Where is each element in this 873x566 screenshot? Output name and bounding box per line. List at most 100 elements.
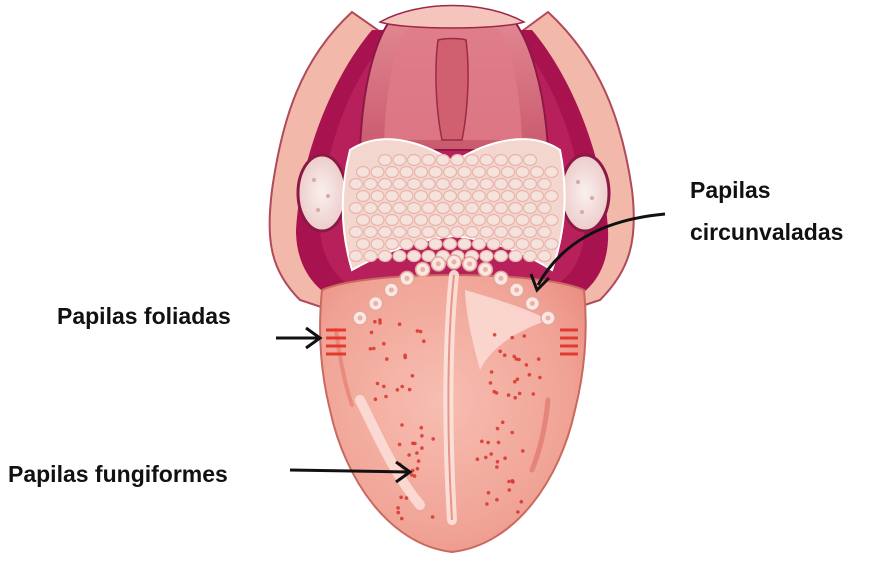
fungiform-papilla-dot bbox=[516, 510, 520, 514]
lingual-tonsil-cell bbox=[531, 215, 544, 226]
lingual-tonsil-cell bbox=[509, 251, 522, 262]
lingual-tonsil-cell bbox=[379, 227, 392, 238]
lingual-tonsil-cell bbox=[393, 203, 406, 214]
lingual-tonsil-cell bbox=[415, 215, 428, 226]
fungiform-papilla-dot bbox=[411, 442, 415, 446]
lingual-tonsil-cell bbox=[473, 239, 486, 250]
lingual-tonsil-cell bbox=[364, 203, 377, 214]
lingual-tonsil-cell bbox=[437, 179, 450, 190]
lingual-tonsil-cell bbox=[357, 215, 370, 226]
lingual-tonsil-cell bbox=[487, 167, 500, 178]
fungiform-papilla-dot bbox=[396, 511, 400, 515]
lingual-tonsil-cell bbox=[408, 179, 421, 190]
fungiform-papilla-dot bbox=[507, 480, 511, 484]
lingual-tonsil-cell bbox=[487, 215, 500, 226]
lingual-tonsil-cell bbox=[458, 215, 471, 226]
fungiform-papilla-dot bbox=[422, 339, 426, 343]
lingual-tonsil-cell bbox=[524, 251, 537, 262]
fungiform-papilla-dot bbox=[538, 376, 542, 380]
circumvallate-papilla-center bbox=[546, 316, 551, 321]
lingual-tonsil-cell bbox=[458, 167, 471, 178]
lingual-tonsil-cell bbox=[473, 215, 486, 226]
lingual-tonsil-cell bbox=[480, 203, 493, 214]
lingual-tonsil-cell bbox=[422, 203, 435, 214]
lingual-tonsil-cell bbox=[371, 191, 384, 202]
fungiform-papilla-dot bbox=[480, 440, 484, 444]
circumvallate-papilla-center bbox=[358, 316, 363, 321]
fungiform-papilla-dot bbox=[495, 498, 499, 502]
lingual-tonsil-cell bbox=[516, 239, 529, 250]
lingual-tonsil-cell bbox=[480, 227, 493, 238]
fungiform-papilla-dot bbox=[496, 427, 500, 431]
fungiform-papilla-dot bbox=[511, 479, 515, 483]
label-circunvaladas-line2: circunvaladas bbox=[690, 218, 843, 246]
fungiform-papilla-dot bbox=[501, 421, 505, 425]
label-papilas-fungiformes: Papilas fungiformes bbox=[8, 460, 228, 488]
lingual-tonsil-cell bbox=[545, 167, 558, 178]
fungiform-papilla-dot bbox=[420, 426, 424, 430]
lingual-tonsil-cell bbox=[545, 191, 558, 202]
label-papilas-circunvaladas: Papilas circunvaladas bbox=[690, 176, 843, 246]
circumvallate-papilla-center bbox=[467, 261, 472, 266]
fungiform-papilla-dot bbox=[408, 388, 412, 392]
lingual-tonsil-cell bbox=[466, 227, 479, 238]
lingual-tonsil-cell bbox=[509, 155, 522, 166]
lingual-tonsil-cell bbox=[429, 239, 442, 250]
lingual-tonsil-cell bbox=[538, 251, 551, 262]
fungiform-papilla-dot bbox=[400, 517, 404, 521]
lingual-tonsil-cell bbox=[466, 155, 479, 166]
fungiform-papilla-dot bbox=[490, 370, 494, 374]
lingual-tonsil-cell bbox=[357, 167, 370, 178]
fungiform-papilla-dot bbox=[503, 353, 507, 357]
fungiform-papilla-dot bbox=[510, 431, 514, 435]
lingual-tonsil-cell bbox=[429, 215, 442, 226]
fungiform-papilla-dot bbox=[400, 385, 404, 389]
lingual-tonsil-cell bbox=[386, 191, 399, 202]
circumvallate-papilla-center bbox=[405, 276, 410, 281]
fungiform-papilla-dot bbox=[521, 449, 525, 453]
lingual-tonsil-cell bbox=[364, 251, 377, 262]
circumvallate-papilla-center bbox=[499, 276, 504, 281]
label-circunvaladas-line1: Papilas bbox=[690, 176, 843, 204]
lingual-tonsil-cell bbox=[444, 167, 457, 178]
fungiform-papilla-dot bbox=[378, 318, 382, 322]
lingual-tonsil-cell bbox=[429, 191, 442, 202]
circumvallate-papilla-center bbox=[389, 288, 394, 293]
lingual-tonsil-cell bbox=[379, 179, 392, 190]
label-papilas-foliadas: Papilas foliadas bbox=[57, 302, 231, 330]
lingual-tonsil-cell bbox=[502, 239, 515, 250]
lingual-tonsil-cell bbox=[408, 251, 421, 262]
lingual-tonsil-cell bbox=[371, 167, 384, 178]
fungiform-papilla-dot bbox=[489, 452, 493, 456]
lingual-tonsil-cell bbox=[516, 191, 529, 202]
arrow-foliadas bbox=[276, 328, 320, 348]
fungiform-papilla-dot bbox=[370, 331, 374, 335]
fungiform-papilla-dot bbox=[416, 329, 420, 333]
lingual-tonsil-cell bbox=[371, 239, 384, 250]
lingual-tonsil-cell bbox=[531, 239, 544, 250]
lingual-tonsil-cell bbox=[444, 215, 457, 226]
fungiform-papilla-dot bbox=[372, 347, 376, 351]
fungiform-papilla-dot bbox=[410, 473, 414, 477]
lingual-tonsil-cell bbox=[524, 227, 537, 238]
fungiform-papilla-dot bbox=[403, 356, 407, 360]
lingual-tonsil-cell bbox=[350, 203, 363, 214]
circumvallate-papilla-center bbox=[373, 301, 378, 306]
lingual-tonsil-cell bbox=[386, 167, 399, 178]
lingual-tonsil-cell bbox=[538, 227, 551, 238]
lingual-tonsil-cell bbox=[415, 239, 428, 250]
lingual-tonsil-cell bbox=[400, 191, 413, 202]
lingual-tonsil-cell bbox=[393, 179, 406, 190]
fungiform-papilla-dot bbox=[374, 397, 378, 401]
lingual-tonsil-cell bbox=[437, 227, 450, 238]
lingual-tonsil-cell bbox=[502, 191, 515, 202]
lingual-tonsil-cell bbox=[408, 203, 421, 214]
lingual-tonsil-cell bbox=[444, 191, 457, 202]
lingual-tonsil-cell bbox=[524, 155, 537, 166]
fungiform-papilla-dot bbox=[415, 451, 419, 455]
lingual-tonsil-cell bbox=[386, 239, 399, 250]
fungiform-papilla-dot bbox=[520, 500, 524, 504]
lingual-tonsil-cell bbox=[379, 203, 392, 214]
lingual-tonsil-cell bbox=[473, 191, 486, 202]
lingual-tonsil-cell bbox=[509, 227, 522, 238]
